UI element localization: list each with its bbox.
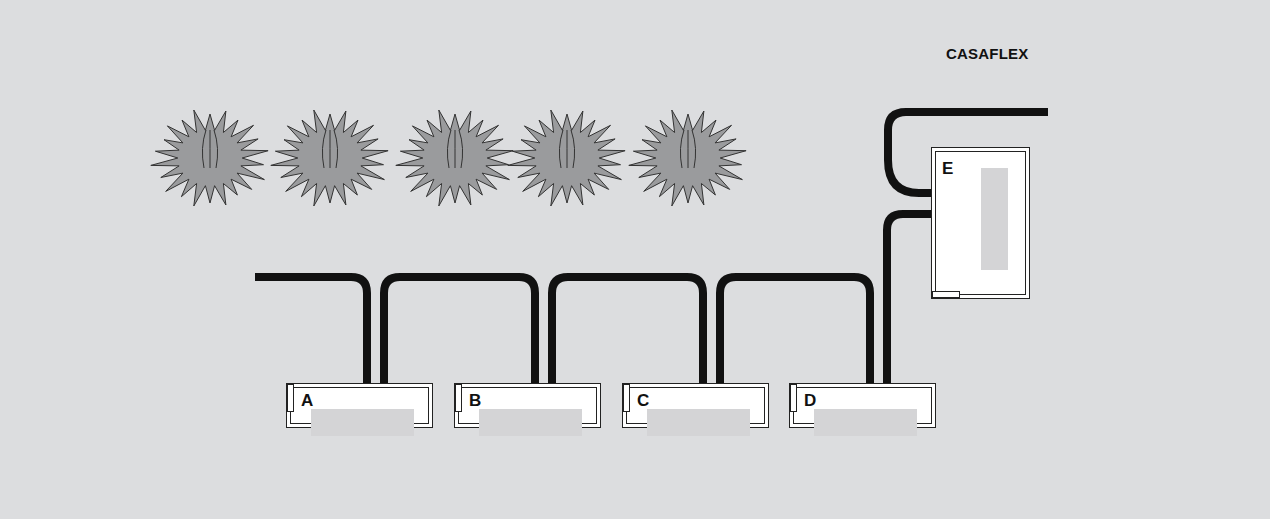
device-letter: B xyxy=(469,392,481,409)
plant xyxy=(151,110,268,206)
leaf xyxy=(680,130,684,168)
cable-connector xyxy=(384,277,535,383)
leaf xyxy=(459,130,463,168)
leaf xyxy=(334,130,338,168)
leaf xyxy=(571,130,575,168)
display-bar xyxy=(479,409,582,436)
device-letter: E xyxy=(942,160,953,177)
device-box: E xyxy=(931,147,1030,299)
leaf xyxy=(214,130,218,168)
display-bar xyxy=(311,409,414,436)
display-bar xyxy=(647,409,750,436)
leaf xyxy=(322,130,326,168)
cable-connector xyxy=(552,277,703,383)
cable-connector xyxy=(887,214,931,383)
display-bar xyxy=(981,168,1008,270)
cable-connector xyxy=(720,277,870,383)
plants xyxy=(151,110,746,206)
plant xyxy=(271,110,388,206)
notch xyxy=(623,384,630,412)
display-bar xyxy=(814,409,917,436)
device-letter: C xyxy=(637,392,649,409)
plant xyxy=(508,110,625,206)
leaf xyxy=(330,130,331,168)
notch xyxy=(932,291,960,298)
notch xyxy=(790,384,797,412)
device-box: C xyxy=(622,383,769,428)
plant xyxy=(396,110,513,206)
device-box: A xyxy=(286,383,433,428)
leaf xyxy=(210,130,211,168)
device-box: D xyxy=(789,383,936,428)
leaf xyxy=(202,130,206,168)
device-letter: D xyxy=(804,392,816,409)
device-letter: A xyxy=(301,392,313,409)
cable xyxy=(255,277,367,385)
leaf xyxy=(688,130,689,168)
leaf xyxy=(567,130,568,168)
plant xyxy=(629,110,746,206)
device-box: B xyxy=(454,383,601,428)
leaf xyxy=(455,130,456,168)
notch xyxy=(455,384,462,412)
leaf xyxy=(559,130,563,168)
cable-label: CASAFLEX xyxy=(946,45,1028,62)
leaf xyxy=(447,130,451,168)
leaf xyxy=(692,130,696,168)
notch xyxy=(287,384,294,412)
